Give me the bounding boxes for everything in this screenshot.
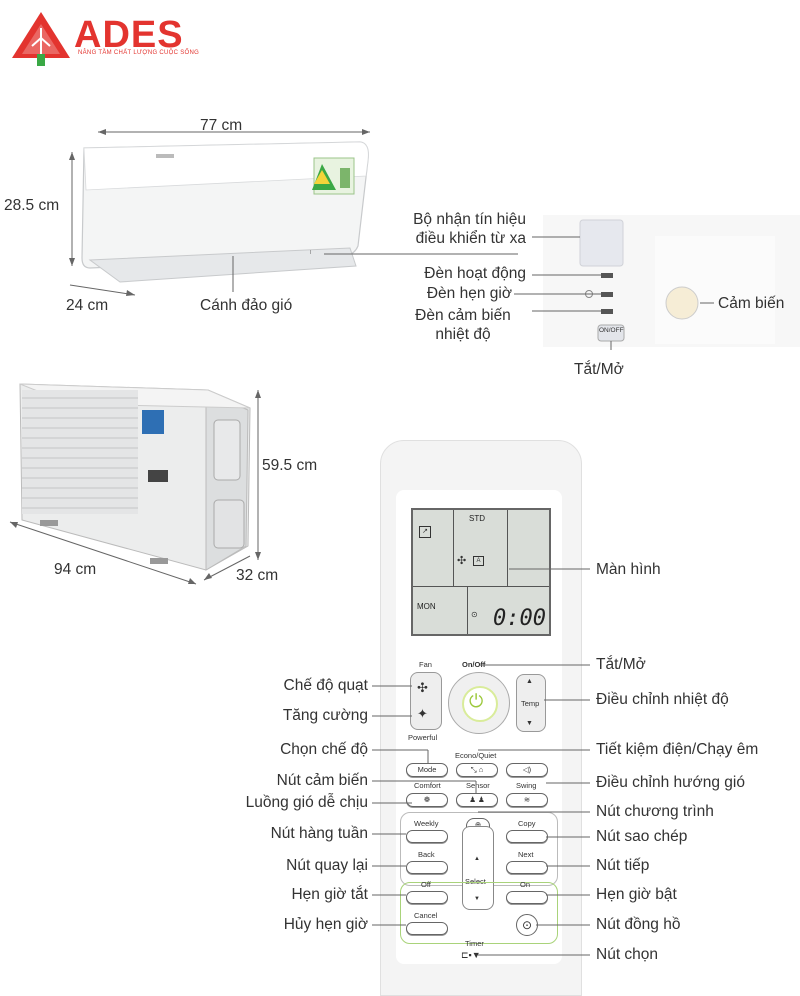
indoor-onoff-label: Tắt/Mở [574, 361, 624, 378]
back-button[interactable] [406, 861, 448, 874]
select-up-icon: ▲ [474, 856, 480, 862]
sensor-lamp-label: Đèn cảm biến nhiệt độ [415, 307, 511, 343]
callout-cancel-timer: Hủy hẹn giờ [283, 916, 368, 933]
flap-label-text: Cánh đảo gió [200, 297, 293, 314]
outdoor-unit-illustration [9, 383, 261, 585]
brand-tagline: NÂNG TẦM CHẤT LƯỢNG CUỘC SỐNG [78, 50, 200, 56]
callout-back: Nút quay lại [286, 857, 368, 874]
powerful-text: Powerful [408, 733, 438, 742]
powerful-icon: ✦ [417, 706, 428, 721]
sensor-button[interactable]: ♟ ♟ [456, 793, 498, 807]
callout-powerful: Tăng cường [282, 707, 368, 724]
remote-lcd-screen: STD MON 0:00 ↗ ✣ A ⊙ [411, 508, 551, 636]
indoor-panel-detail [310, 215, 800, 350]
callout-econo: Tiết kiệm điện/Chạy êm [596, 741, 759, 758]
callout-onoff: Tắt/Mở [596, 656, 646, 673]
fan-text: Fan [419, 660, 432, 669]
callout-next: Nút tiếp [596, 857, 650, 874]
timer-section [400, 882, 558, 944]
swing-button[interactable]: ≋ [506, 793, 548, 807]
on-timer-button[interactable] [506, 891, 548, 904]
callout-comfort: Luồng gió dễ chịu [245, 794, 368, 811]
lcd-time: 0:00 [493, 606, 546, 631]
back-text: Back [418, 850, 435, 859]
brand-name: ADES [74, 14, 184, 56]
comfort-button[interactable]: ❁ [406, 793, 448, 807]
indoor-height-label: 28.5 cm [4, 197, 60, 214]
swing-top-button[interactable]: ◁) [506, 763, 548, 777]
off-text: Off [421, 880, 431, 889]
indoor-width-label: 77 cm [200, 117, 243, 134]
timer-text: Timer [465, 939, 484, 948]
callout-copy: Nút sao chép [596, 828, 688, 845]
comfort-text: Comfort [414, 781, 441, 790]
lcd-mon: MON [417, 602, 436, 611]
callout-temp: Điều chỉnh nhiệt độ [596, 691, 729, 708]
callout-fan-mode: Chế độ quạt [283, 677, 368, 694]
indoor-onoff-button-text: ON/OFF [599, 327, 624, 334]
sensor-label: Cảm biến [718, 295, 785, 312]
callout-sensor: Nút cảm biến [276, 772, 368, 789]
lcd-std: STD [469, 514, 485, 523]
callout-program: Nút chương trình [596, 803, 714, 820]
tree-logo-icon [12, 12, 70, 66]
fan-icon: ✣ [417, 680, 428, 695]
off-timer-button[interactable] [406, 891, 448, 904]
temp-down-icon: ▼ [526, 720, 533, 727]
battery-icon: ⊏▪▼ [461, 950, 481, 960]
swing-text: Swing [516, 781, 537, 790]
mode-button[interactable]: Mode [406, 763, 448, 777]
cancel-text: Cancel [414, 911, 438, 920]
receiver-label: Bộ nhận tín hiệu điều khiển từ xa [413, 211, 526, 247]
next-text: Next [518, 850, 534, 859]
weekly-button[interactable] [406, 830, 448, 843]
temp-up-icon: ▲ [526, 678, 533, 685]
callout-swing: Điều chỉnh hướng gió [596, 774, 745, 791]
callout-screen: Màn hình [596, 561, 661, 578]
operation-lamp-label: Đèn hoạt động [424, 265, 526, 282]
indoor-depth-label: 24 cm [66, 297, 109, 314]
callout-clock: Nút đồng hồ [596, 916, 681, 933]
cancel-timer-button[interactable] [406, 922, 448, 935]
timer-lamp-label: Đèn hẹn giờ [426, 285, 512, 302]
lcd-auto-icon: A [473, 556, 484, 566]
temp-text: Temp [521, 699, 540, 708]
clock-button[interactable]: ⊙ [516, 914, 538, 936]
flap-pointer [232, 256, 234, 292]
select-text: Select [465, 877, 486, 886]
outdoor-depth-label: 32 cm [236, 567, 279, 584]
copy-text: Copy [518, 819, 536, 828]
fan-powerful-rocker[interactable] [410, 672, 442, 730]
select-down-icon: ▼ [474, 896, 480, 902]
onoff-button[interactable]: ⏻ [462, 686, 498, 722]
outdoor-height-label: 59.5 cm [262, 457, 318, 474]
callout-mode: Chọn chế độ [280, 741, 368, 758]
weekly-text: Weekly [414, 819, 439, 828]
outdoor-width-label: 94 cm [54, 561, 97, 578]
lcd-mode-icon: ↗ [419, 526, 431, 538]
indoor-unit-illustration [69, 129, 370, 296]
lcd-clock-icon: ⊙ [471, 610, 478, 619]
lcd-fan-icon: ✣ [457, 555, 467, 567]
sensor-text: Sensor [466, 781, 490, 790]
econo-quiet-button[interactable]: ⤡ ⌂ [456, 763, 498, 777]
temp-rocker[interactable] [516, 674, 546, 732]
econo-text: Econo/Quiet [455, 751, 497, 760]
on-text: On [520, 880, 531, 889]
onoff-text: On/Off [462, 660, 486, 669]
next-button[interactable] [506, 861, 548, 874]
power-icon: ⏻ [469, 691, 484, 711]
select-button[interactable] [462, 826, 494, 910]
callout-weekly: Nút hàng tuần [270, 825, 368, 842]
callout-on-timer: Hẹn giờ bật [596, 886, 677, 903]
callout-select: Nút chọn [596, 946, 659, 963]
callout-off-timer: Hẹn giờ tắt [291, 886, 368, 903]
